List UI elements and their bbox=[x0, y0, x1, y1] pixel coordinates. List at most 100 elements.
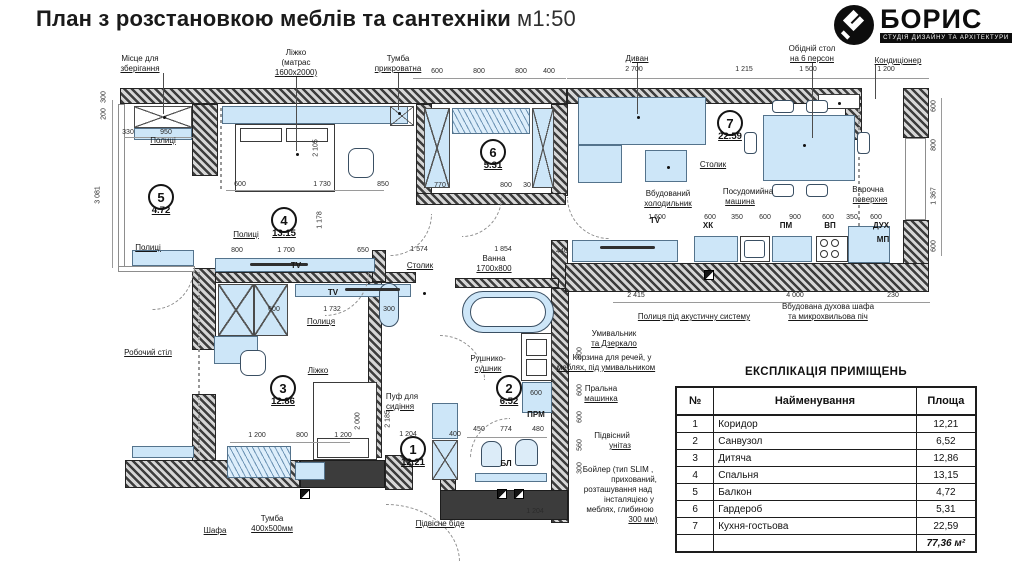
dimension-label: 600 bbox=[431, 68, 443, 75]
furniture-block bbox=[572, 240, 678, 262]
legend-cell: 6,52 bbox=[915, 432, 977, 450]
annotation-label: меблях, під умивальником bbox=[556, 363, 656, 372]
legend-cell: 7 bbox=[675, 517, 715, 535]
wall-segment bbox=[455, 278, 559, 288]
annotation-label: Обідній стол bbox=[788, 44, 836, 53]
annotation-label: 400х500мм bbox=[251, 524, 293, 533]
annotation-label: Ліжко bbox=[285, 48, 307, 57]
annotation-label: 300 мм) bbox=[628, 515, 658, 524]
page-title: План з розстановкою меблів та сантехніки… bbox=[36, 6, 576, 32]
threshold-symbol bbox=[514, 489, 524, 499]
legend-cell: 5 bbox=[675, 483, 715, 501]
room-area: 6.52 bbox=[499, 396, 519, 407]
annotation-label: та микрохвильова піч bbox=[788, 312, 868, 321]
dimension-label: 800 bbox=[576, 347, 584, 359]
appliance-tag: БЛ bbox=[500, 459, 512, 468]
legend-cell: 13,15 bbox=[915, 466, 977, 484]
annotation-label: Шафа bbox=[203, 526, 227, 535]
dimension-label: 400 bbox=[449, 431, 461, 438]
dimension-label: 300 bbox=[100, 91, 108, 103]
wardrobe-unit bbox=[432, 440, 458, 480]
annotation-label: сидіння bbox=[385, 402, 415, 411]
fixture bbox=[772, 100, 794, 113]
furniture-block bbox=[132, 250, 194, 266]
furniture-outline bbox=[317, 438, 369, 458]
annotation-label: меблях, глибиною bbox=[586, 505, 654, 514]
annotation-label: Місце для bbox=[121, 54, 159, 63]
plan-scale: м1:50 bbox=[517, 6, 576, 31]
legend-cell: Балкон bbox=[713, 483, 917, 501]
threshold-symbol bbox=[497, 489, 507, 499]
annotation-label: на 6 персон bbox=[790, 54, 834, 63]
door-swing bbox=[152, 268, 194, 310]
dimension-label: 850 bbox=[377, 181, 389, 188]
annotation-label: Тумба bbox=[260, 514, 284, 523]
legend-total-row: 77,36 м² bbox=[675, 534, 977, 553]
annotation-label: Робочий стіл bbox=[124, 348, 172, 357]
dimension-label: 2 105 bbox=[312, 139, 320, 157]
dimension-label: 1 732 bbox=[323, 306, 341, 313]
annotation-label: Столик bbox=[406, 261, 434, 270]
annotation-label: Корзина для речей, у bbox=[572, 353, 652, 362]
dimension-label: 1 730 bbox=[313, 181, 331, 188]
dimension-label: 950 bbox=[160, 129, 172, 136]
radiator-line bbox=[198, 272, 200, 454]
dimension-label: 600 bbox=[822, 214, 834, 221]
shelf-unit bbox=[452, 108, 530, 134]
annotation-label: машина bbox=[725, 197, 755, 206]
dimension-label: 30 bbox=[523, 182, 531, 189]
dimension-label: 800 bbox=[500, 182, 512, 189]
leader-dot bbox=[838, 102, 841, 105]
furniture-block bbox=[694, 236, 738, 262]
legend-cell: Дитяча bbox=[713, 449, 917, 467]
annotation-label: сушник bbox=[474, 364, 502, 373]
room-area: 22.59 bbox=[718, 131, 742, 142]
threshold-symbol bbox=[300, 489, 310, 499]
furniture-block bbox=[475, 473, 547, 482]
radiator-line bbox=[220, 107, 222, 189]
wall-segment bbox=[551, 288, 569, 523]
annotation-label: Бойлер (тип SLIM , bbox=[582, 465, 654, 474]
dimension-line bbox=[112, 100, 113, 268]
wardrobe-unit bbox=[424, 108, 450, 188]
cooktop-burner bbox=[820, 250, 828, 258]
annotation-label: Посудомийна bbox=[722, 187, 774, 196]
annotation-label: Диван bbox=[625, 54, 649, 63]
annotation-label: (матрас bbox=[281, 58, 311, 67]
dimension-label: 2 700 bbox=[625, 66, 643, 73]
legend-cell bbox=[675, 534, 715, 553]
room-number: 5 bbox=[148, 184, 174, 210]
fixture bbox=[857, 132, 870, 154]
window bbox=[905, 138, 926, 220]
fixture bbox=[772, 184, 794, 197]
leader-line bbox=[812, 62, 813, 138]
annotation-label: поверхня bbox=[852, 195, 888, 204]
leader-dot bbox=[398, 112, 401, 115]
furniture-outline bbox=[240, 128, 282, 142]
leader-line bbox=[637, 62, 638, 114]
wardrobe-unit bbox=[254, 284, 288, 336]
fixture bbox=[744, 132, 757, 154]
annotation-label: Столик bbox=[699, 160, 727, 169]
annotation-label: 1600х2000) bbox=[274, 68, 318, 77]
door-swing bbox=[567, 197, 609, 239]
dimension-label: 1 200 bbox=[248, 432, 266, 439]
dimension-label: 770 bbox=[434, 182, 446, 189]
logo-pen-icon bbox=[834, 5, 875, 45]
wall-segment bbox=[565, 263, 929, 292]
annotation-label: Варочна bbox=[852, 185, 884, 194]
furniture-block bbox=[578, 145, 622, 183]
room-number: 3 bbox=[270, 375, 296, 401]
annotation-label: Умивальник bbox=[591, 329, 637, 338]
dimension-label: 1 600 bbox=[648, 214, 666, 221]
appliance-tag: ПРМ bbox=[527, 410, 545, 419]
legend-cell: Санвузол bbox=[713, 432, 917, 450]
dimension-label: 774 bbox=[500, 426, 512, 433]
wall-segment bbox=[903, 88, 929, 138]
cooktop-burner bbox=[831, 239, 839, 247]
